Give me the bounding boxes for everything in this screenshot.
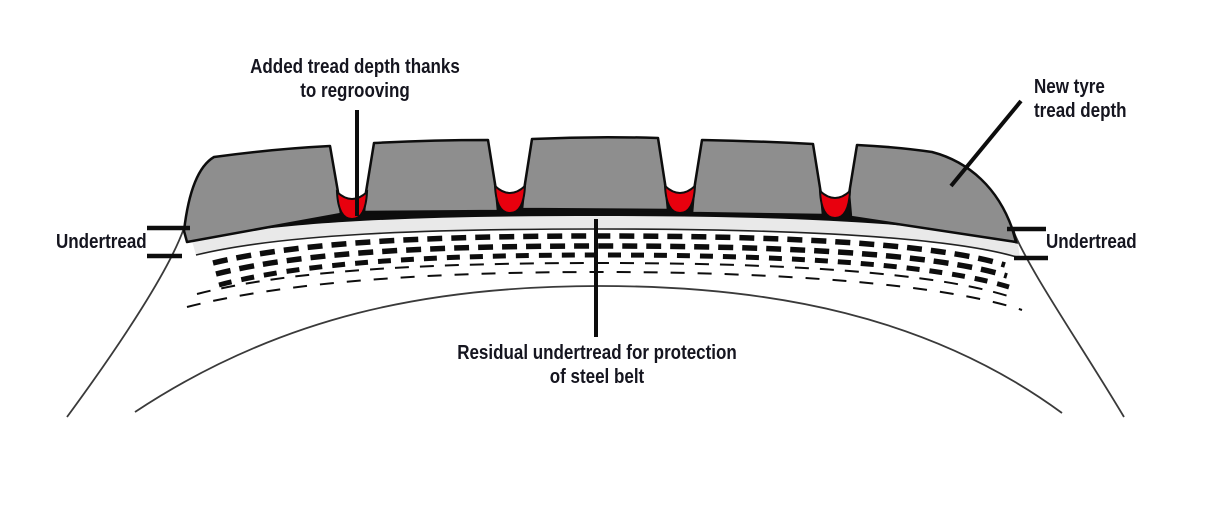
- label-new-tyre-line1: New tyre: [1034, 76, 1105, 98]
- tread-block-2: [362, 138, 500, 214]
- belt-row-4: [196, 261, 1015, 299]
- steel-belt-dashes: [186, 233, 1023, 311]
- sidewall-line-left: [66, 227, 185, 418]
- casing-arc: [134, 285, 1063, 414]
- regroove-pocket-4: [818, 188, 852, 220]
- label-residual-line2: of steel belt: [549, 365, 645, 388]
- label-residual-line1: Residual undertread for protection: [457, 342, 737, 364]
- belt-row-3: [218, 252, 1010, 290]
- label-undertread-left: Undertread: [56, 231, 147, 253]
- label-new-tyre-line2: tread depth: [1034, 99, 1127, 122]
- tread-block-4: [690, 138, 825, 217]
- tread-block-1: [182, 144, 343, 244]
- label-added-tread-depth-line2: to regrooving: [300, 79, 410, 102]
- undertread-band: [192, 216, 1020, 258]
- pointer-lines: [147, 99, 1048, 337]
- regroove-pocket-1: [335, 189, 369, 221]
- label-new-tyre-tread-depth: New tyre tread depth: [1034, 76, 1127, 123]
- belt-row-5: [186, 270, 1023, 311]
- undertread-bottom-outline: [195, 228, 1021, 259]
- label-residual-undertread: Residual undertread for protection of st…: [453, 342, 742, 389]
- belt-row-2: [215, 243, 1008, 279]
- new-tyre-pointer-line: [949, 99, 1023, 188]
- regroove-pockets: [335, 183, 852, 221]
- regroove-pocket-3: [663, 183, 697, 215]
- belt-row-1: [212, 233, 1006, 268]
- label-added-tread-depth: Added tread depth thanks to regrooving: [236, 56, 474, 103]
- label-added-tread-depth-line1: Added tread depth thanks: [250, 56, 460, 78]
- regroove-pocket-2: [493, 183, 527, 215]
- tread-block-3: [520, 135, 670, 212]
- label-undertread-right: Undertread: [1046, 231, 1137, 253]
- sidewall-line-right: [1011, 227, 1125, 418]
- tread-blocks: [182, 135, 1018, 244]
